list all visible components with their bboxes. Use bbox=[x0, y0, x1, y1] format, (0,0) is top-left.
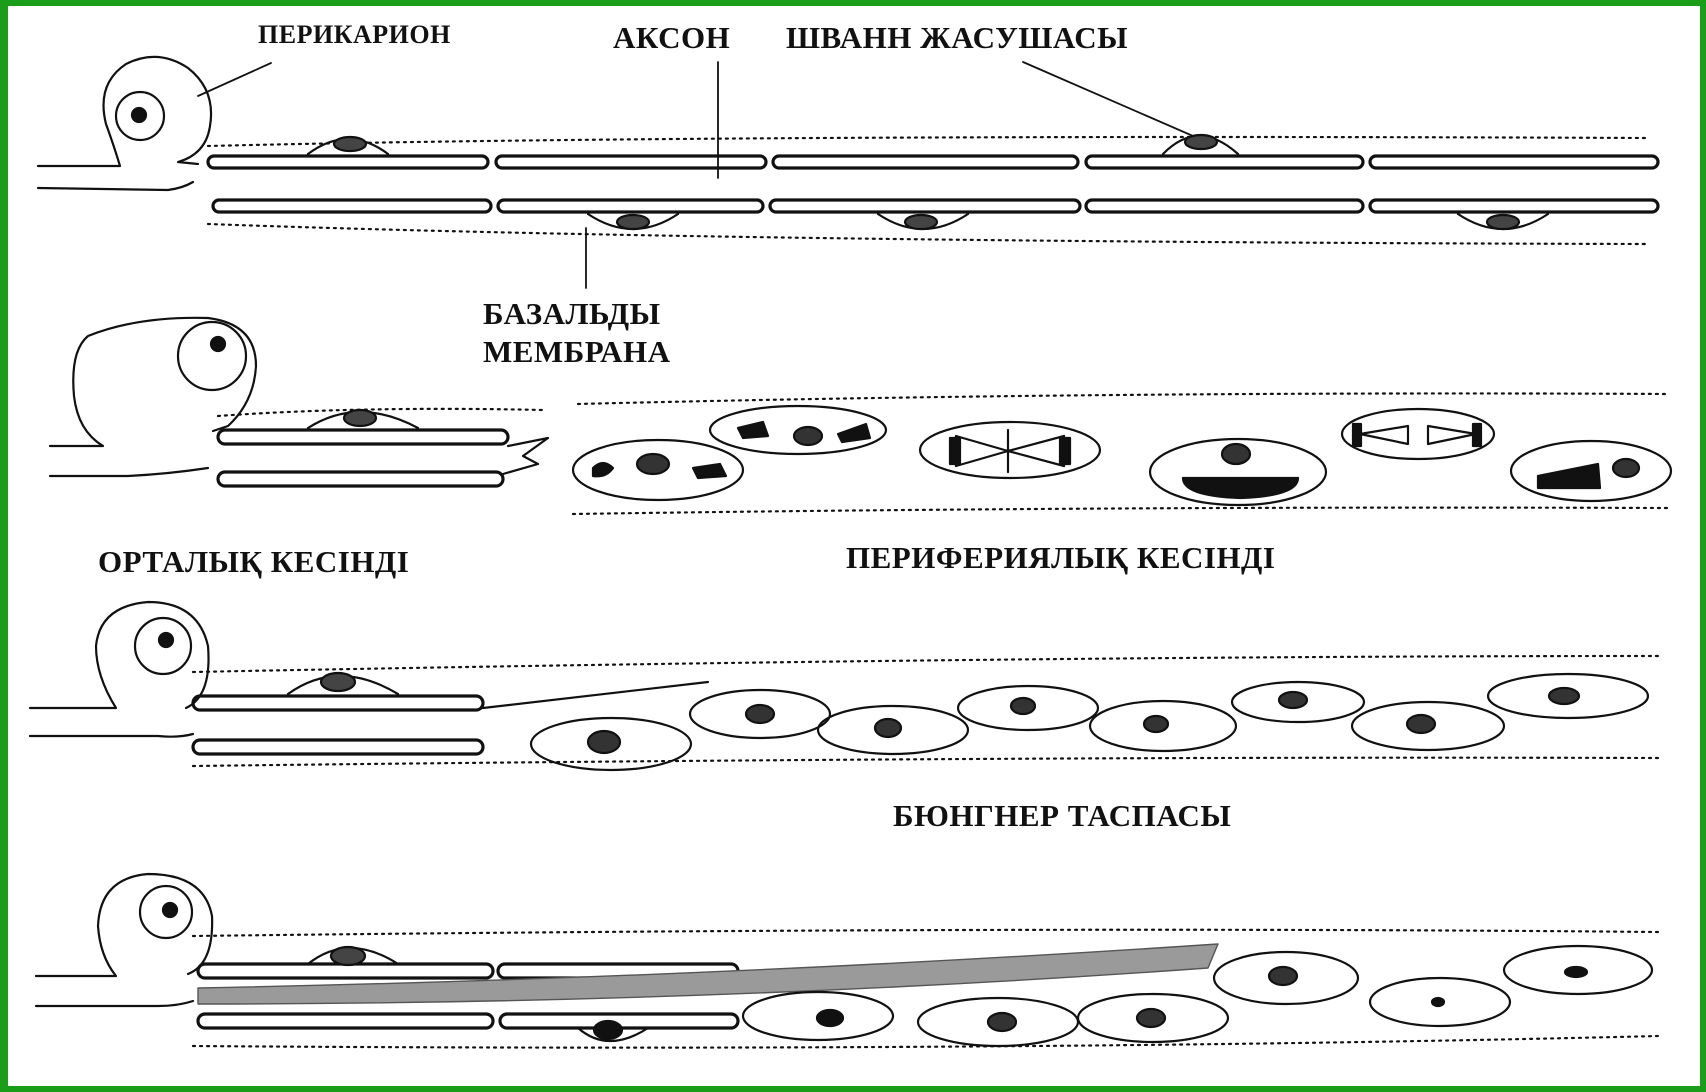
myelin-segments-bottom bbox=[213, 200, 1658, 212]
schwann-cells bbox=[308, 135, 1548, 229]
axon-label: АКСОН bbox=[613, 20, 730, 56]
stage4-cell-body bbox=[36, 874, 212, 1006]
schwann-cell-label: ШВАНН ЖАСУШАСЫ bbox=[786, 20, 1128, 56]
stage-4-regeneration bbox=[36, 874, 1658, 1048]
perikaryon-label: ПЕРИКАРИОН bbox=[258, 20, 451, 50]
perikaryon-cell-body bbox=[38, 57, 211, 190]
diagram-frame: ПЕРИКАРИОН АКСОН ШВАНН ЖАСУШАСЫ БАЗАЛЬДЫ… bbox=[8, 6, 1700, 1086]
stage2-cell-body bbox=[50, 318, 256, 476]
debris-cells bbox=[573, 406, 1671, 505]
nucleolus bbox=[132, 108, 146, 122]
stage-2-degeneration bbox=[50, 318, 1671, 514]
basal-membrane-label-line1: БАЗАЛЬДЫ bbox=[483, 296, 661, 332]
stage-3-bungner-bands bbox=[30, 602, 1658, 770]
stage-1-intact-fiber bbox=[38, 57, 1658, 288]
bungner-cells bbox=[531, 674, 1648, 770]
myelin-segments-top bbox=[208, 156, 1658, 168]
peripheral-segment-label: ПЕРИФЕРИЯЛЫҚ КЕСІНДІ bbox=[846, 540, 1275, 576]
bungner-band-label: БЮНГНЕР ТАСПАСЫ bbox=[893, 798, 1231, 834]
central-segment-label: ОРТАЛЫҚ КЕСІНДІ bbox=[98, 544, 409, 580]
basal-membrane-label-line2: МЕМБРАНА bbox=[483, 334, 671, 370]
peripheral-membrane-top bbox=[578, 393, 1668, 404]
basal-membrane-top bbox=[208, 137, 1648, 146]
peripheral-membrane-bottom bbox=[573, 508, 1668, 514]
perikaryon-pointer bbox=[198, 63, 271, 96]
stage3-cell-body bbox=[30, 602, 209, 737]
schwann-pointer bbox=[1023, 62, 1193, 136]
